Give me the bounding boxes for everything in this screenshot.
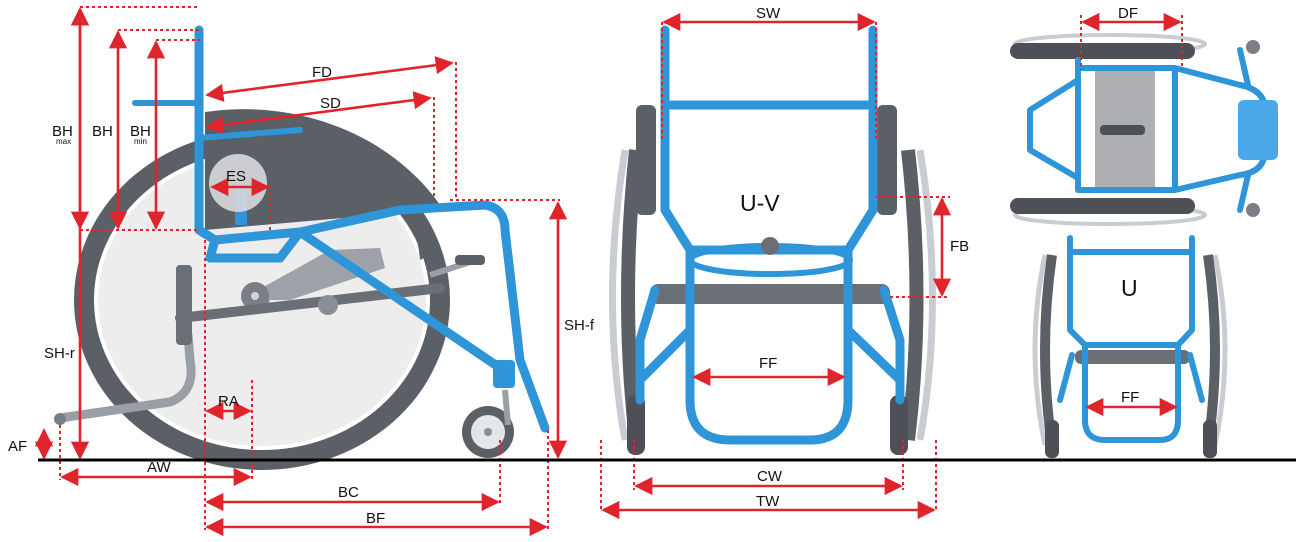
top-frame [1027,40,1278,217]
front-frame [635,25,905,445]
label-ff-front: FF [759,355,777,372]
side-dimension-arrows [34,7,568,537]
label-sh-r: SH-r [44,345,75,362]
front-dimension-arrows [601,12,952,520]
label-bh-max: BH [52,123,73,140]
label-bc: BC [338,484,359,501]
front-view: SW U-V FB FF CW TW [600,5,969,520]
front-caster [462,389,514,458]
label-bf: BF [366,510,385,527]
top-view: DF [1010,5,1278,226]
label-sd: SD [320,95,341,112]
label-sh-f: SH-f [564,317,595,334]
label-ff-small: FF [1121,389,1139,406]
label-fd: FD [312,64,332,81]
front-reference-lines [600,22,950,512]
label-aw: AW [147,459,171,476]
small-view-frame [1057,235,1205,443]
label-bh: BH [92,123,113,140]
label-sw: SW [756,5,781,22]
label-bh-min: BH [130,123,151,140]
label-ra: RA [218,393,239,410]
label-es: ES [226,168,246,185]
front-axle-bar [650,284,890,304]
label-u-v: U-V [740,190,780,216]
side-view: FD SD BH max BH BH min ES SH-r SH-f RA A… [8,6,595,537]
label-bh-min-sub: min [134,137,147,146]
label-bh-max-sub: max [56,137,71,146]
label-tw: TW [756,493,780,510]
label-af: AF [8,438,27,455]
label-df: DF [1118,5,1138,22]
front-labels: SW U-V FB FF CW TW [740,5,969,510]
label-fb: FB [950,238,969,255]
side-labels: FD SD BH max BH BH min ES SH-r SH-f RA A… [8,64,595,527]
footrest-assembly [54,265,196,425]
small-front-view: U FF [1032,235,1228,458]
backrest-upholstery [205,109,440,230]
side-frame [132,25,550,433]
small-view-wheels [1032,254,1228,458]
label-u: U [1121,275,1138,301]
label-cw: CW [757,468,783,485]
